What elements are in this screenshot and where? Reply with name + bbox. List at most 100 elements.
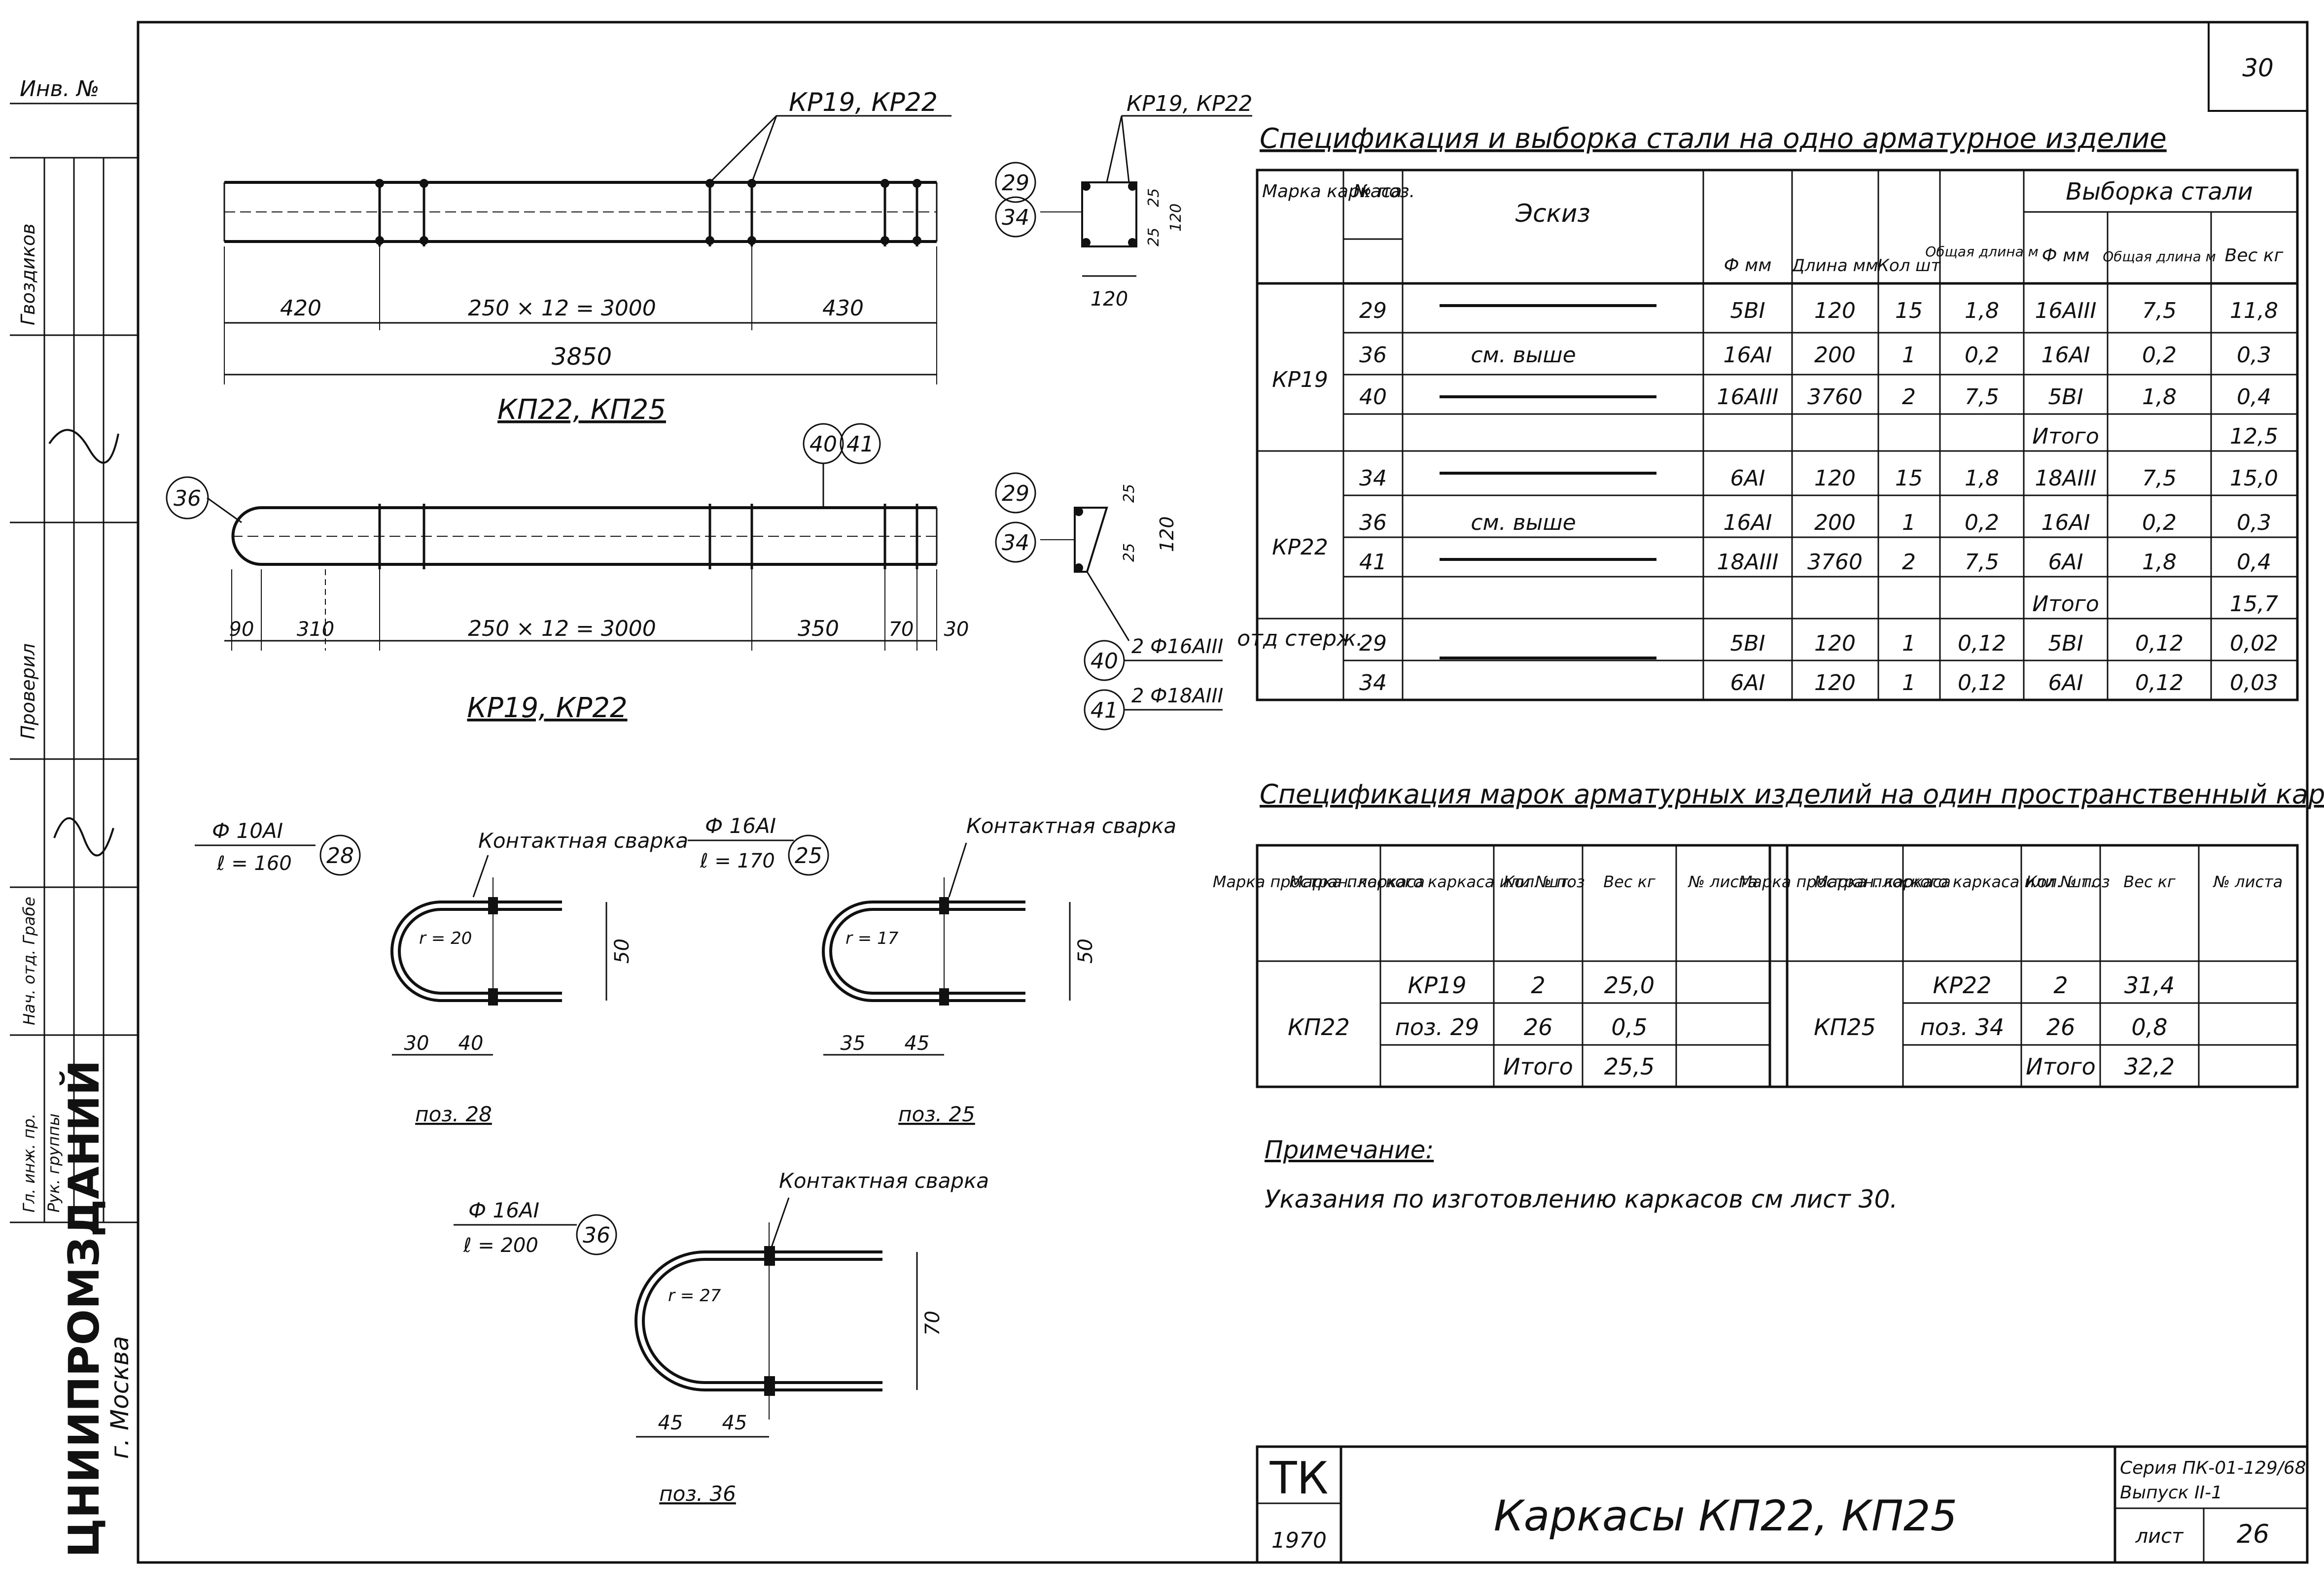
hook25-weld: Контактная сварка bbox=[966, 814, 1176, 838]
organization-city: г. Москва bbox=[106, 1336, 134, 1459]
spec-sel-len-cell: 7,5 bbox=[2142, 298, 2177, 323]
signature-mark bbox=[48, 429, 119, 464]
issue-label: Выпуск II-1 bbox=[2120, 1483, 2222, 1503]
hdr-sel-dia: Ф мм bbox=[2042, 245, 2090, 266]
hdr-qty: Кол шт bbox=[1877, 256, 1941, 276]
section-top-height: 120 bbox=[1167, 204, 1185, 232]
spec-pos-cell: 29 bbox=[1359, 298, 1387, 323]
dim-3000: 250 × 12 = 3000 bbox=[468, 296, 656, 321]
hdr-length: Длина мм bbox=[1791, 256, 1878, 276]
bubble-40 bbox=[803, 423, 844, 464]
spec-dia-cell: 5ВI bbox=[1730, 298, 1765, 323]
bubble-25 bbox=[788, 834, 829, 876]
spec-pos-cell: 41 bbox=[1359, 550, 1387, 575]
spec-length-cell: 3760 bbox=[1807, 550, 1863, 575]
spec-sel-len-cell: 0,2 bbox=[2142, 510, 2177, 535]
hdr-total-len: Общая длина м bbox=[1925, 243, 2039, 260]
hook28-dim-b: 40 bbox=[458, 1032, 484, 1055]
hdr-selection: Выборка стали bbox=[2066, 178, 2253, 206]
note-title: Примечание: bbox=[1265, 1136, 1434, 1164]
spec-pos-cell: 36 bbox=[1359, 343, 1387, 368]
stamp-year: 1970 bbox=[1271, 1528, 1327, 1553]
spec-sel-len-cell: 7,5 bbox=[2142, 466, 2177, 491]
signature-mark bbox=[53, 817, 114, 857]
marks-cell-left: 25,0 bbox=[1604, 972, 1655, 999]
spec-weight-cell: 12,5 bbox=[2230, 424, 2278, 449]
strip-author: Гвоздиков bbox=[17, 223, 39, 325]
spec-weight-cell: 0,4 bbox=[2237, 384, 2271, 410]
title-block: ТК 1970 Каркасы КП22, КП25 Серия ПК-01-1… bbox=[1256, 1445, 2309, 1564]
hook36-dia: Ф 16АI bbox=[468, 1198, 539, 1222]
bubble-40-label: 40 bbox=[810, 432, 837, 457]
spec-length-cell: 120 bbox=[1814, 631, 1856, 656]
bar-40-spec: 2 Ф16АIII bbox=[1131, 635, 1223, 658]
spec-mark-cell: КР22 bbox=[1272, 535, 1328, 560]
hook28-caption: поз. 28 bbox=[415, 1102, 492, 1126]
marks-cell-left: 0,5 bbox=[1611, 1014, 1647, 1040]
dim-90: 90 bbox=[229, 618, 254, 641]
sheet-label: лист bbox=[2135, 1525, 2184, 1548]
bubble-29-label: 29 bbox=[1002, 171, 1029, 196]
marks-cell-right: 26 bbox=[2046, 1014, 2076, 1040]
bubble-29b-label: 29 bbox=[1002, 481, 1029, 506]
hook28-dim-a: 30 bbox=[404, 1032, 429, 1055]
marks-cell-left: Итого bbox=[1503, 1053, 1573, 1080]
spec-pos-cell: 34 bbox=[1359, 466, 1387, 491]
strip-chief: Гл. инж. пр. bbox=[20, 1113, 38, 1213]
spec-sel-len-cell: 0,12 bbox=[2135, 631, 2183, 656]
hook36-weld: Контактная сварка bbox=[779, 1169, 989, 1193]
spec-total-cell: 1,8 bbox=[1965, 466, 1999, 491]
bubble-29b bbox=[995, 472, 1036, 514]
marks-cell-left: поз. 29 bbox=[1395, 1014, 1479, 1040]
hook36-caption: поз. 36 bbox=[659, 1482, 736, 1506]
spec-sel-len-cell: 0,12 bbox=[2135, 670, 2183, 695]
section-bottom-dim: 25 bbox=[1121, 484, 1138, 503]
marks-hdr-space: Марка простран. каркаса bbox=[1739, 872, 1951, 891]
hook36-dim-b: 45 bbox=[722, 1412, 747, 1434]
bubble-34b-label: 34 bbox=[1002, 530, 1029, 555]
dim-3000-b: 250 × 12 = 3000 bbox=[468, 616, 656, 641]
bubble-36b bbox=[576, 1214, 617, 1255]
bubble-29 bbox=[995, 162, 1036, 203]
strip-checked: Проверил bbox=[17, 643, 39, 739]
spec-qty-cell: 1 bbox=[1902, 670, 1916, 695]
strip-inv: Инв. № bbox=[20, 76, 99, 102]
strip-group: Рук. группы bbox=[44, 1113, 63, 1213]
spec-table-title: Спецификация и выборка стали на одно арм… bbox=[1260, 123, 2167, 155]
spec-sel-dia-cell: 5ВI bbox=[2048, 631, 2083, 656]
bubble-34b bbox=[995, 521, 1036, 563]
marks-cell-right: поз. 34 bbox=[1920, 1014, 2004, 1040]
marks-hdr-flat: Марка плоского каркаса или № поз bbox=[1289, 872, 1585, 891]
spec-weight-cell: 15,7 bbox=[2230, 591, 2278, 617]
hdr-sel-len: Общая длина м bbox=[2103, 248, 2216, 265]
bubble-41-label: 41 bbox=[846, 432, 874, 457]
spec-sel-dia-cell: 6АI bbox=[2048, 670, 2083, 695]
spec-dia-cell: 16АIII bbox=[1717, 384, 1778, 410]
marks-cell-left: 25,5 bbox=[1604, 1053, 1655, 1080]
section-top-label: КР19, КР22 bbox=[1127, 91, 1253, 116]
series-label: Серия ПК-01-129/68 bbox=[2120, 1458, 2306, 1478]
spec-qty-cell: 15 bbox=[1895, 466, 1923, 491]
section-top-dim: 25 bbox=[1145, 228, 1162, 246]
bubble-28 bbox=[319, 834, 361, 876]
spec-dia-cell: 6АI bbox=[1730, 670, 1765, 695]
marks-table-title: Спецификация марок арматурных изделий на… bbox=[1260, 779, 2324, 810]
section-top-dim: 25 bbox=[1145, 188, 1162, 207]
spec-total-cell: 1,8 bbox=[1965, 298, 1999, 323]
spec-sel-dia-cell: 16АI bbox=[2041, 343, 2090, 368]
hook-pos-25: Ф 16АI ℓ = 170 25 Контактная сварка r = … bbox=[688, 814, 1176, 1126]
spec-dia-cell: 5ВI bbox=[1730, 631, 1765, 656]
spec-sel-dia-cell: Итого bbox=[2032, 591, 2099, 617]
spec-length-cell: 120 bbox=[1814, 298, 1856, 323]
spec-weight-cell: 0,4 bbox=[2237, 550, 2271, 575]
bubble-34-label: 34 bbox=[1002, 205, 1029, 230]
spec-table: Спецификация и выборка стали на одно арм… bbox=[1237, 123, 2299, 701]
spec-qty-cell: 1 bbox=[1902, 510, 1916, 535]
sheet-number: 26 bbox=[2237, 1520, 2269, 1549]
marks-cell-right: КП25 bbox=[1814, 1014, 1876, 1040]
bubble-36 bbox=[166, 476, 209, 520]
bubble-34 bbox=[995, 196, 1036, 238]
spec-sel-len-cell: 1,8 bbox=[2142, 384, 2177, 410]
marks-cell-left: 26 bbox=[1524, 1014, 1553, 1040]
